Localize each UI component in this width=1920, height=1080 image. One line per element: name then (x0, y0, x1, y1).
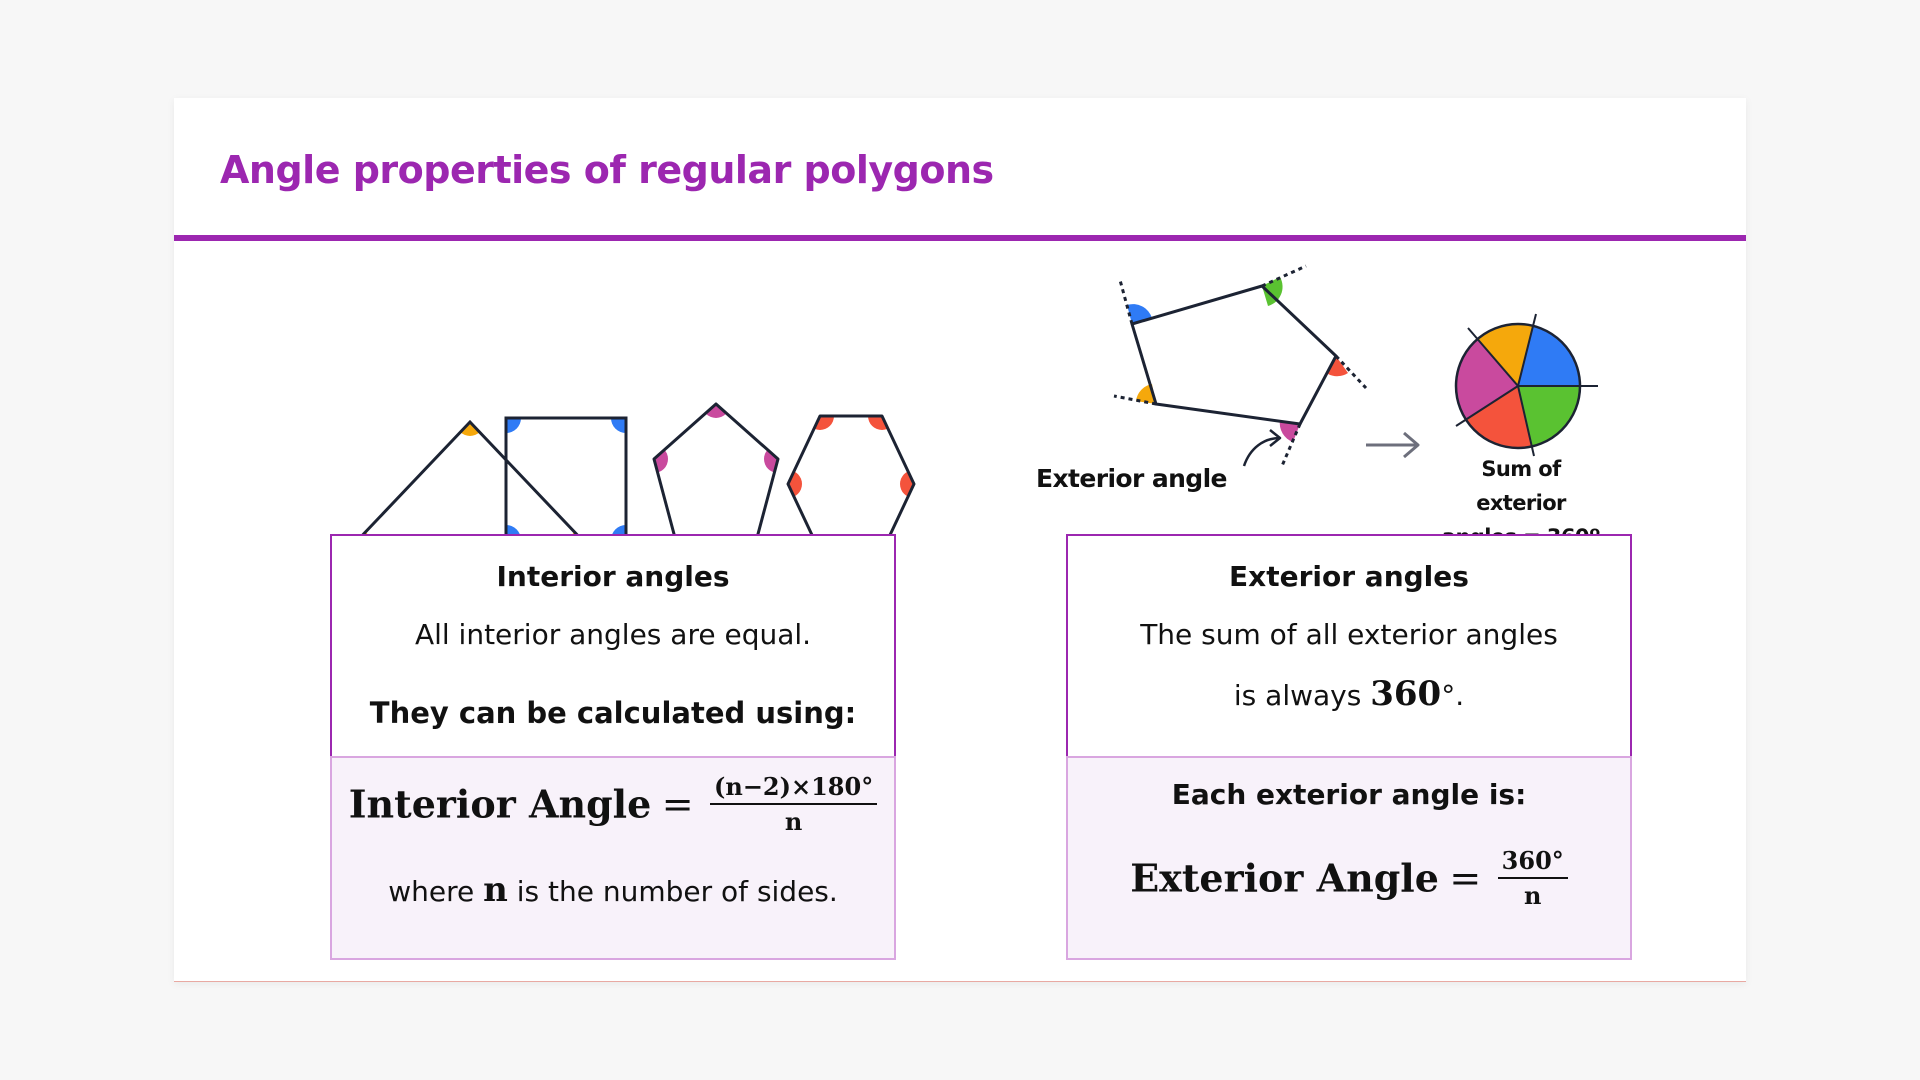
exterior-formula-panel: Each exterior angle is: Exterior Angle =… (1066, 756, 1632, 960)
arrow-right-icon (1366, 431, 1420, 459)
exterior-formula: Exterior Angle = 360° n (1068, 846, 1630, 910)
interior-formula-numerator: (n−2)×180° (710, 772, 878, 805)
line2-prefix: is always (1233, 679, 1362, 712)
interior-formula-denominator: n (784, 807, 803, 836)
interior-formula-label: Interior Angle (348, 781, 652, 827)
line2-value: 360 (1370, 674, 1442, 714)
exterior-wedge-magenta (1279, 420, 1300, 442)
pie-slice-green (1518, 386, 1580, 446)
where-prefix: where (388, 875, 475, 908)
interior-formula-panel: Interior Angle = (n−2)×180° n where n is… (330, 756, 896, 960)
exterior-sub-heading: Each exterior angle is: (1171, 778, 1527, 811)
interior-formula: Interior Angle = (n−2)×180° n (332, 772, 894, 836)
exterior-formula-equals: = (1449, 856, 1482, 900)
pentagon-figure (652, 402, 780, 551)
pie-slice-magenta (1456, 339, 1518, 420)
interior-angles-card: Interior angles All interior angles are … (330, 534, 896, 758)
exterior-formula-numerator: 360° (1497, 846, 1568, 879)
where-suffix: is the number of sides. (516, 875, 838, 908)
exterior-card-line1: The sum of all exterior angles (1140, 618, 1558, 651)
interior-where-line: where n is the number of sides. (332, 870, 894, 910)
slide: Angle properties of regular polygons (174, 98, 1746, 982)
line2-suffix: . (1455, 679, 1465, 712)
exterior-formula-fraction: 360° n (1497, 846, 1568, 910)
exterior-formula-denominator: n (1524, 881, 1542, 910)
interior-card-line2: They can be calculated using: (369, 696, 857, 730)
exterior-angle-label: Exterior angle (1036, 464, 1228, 493)
exterior-card-heading: Exterior angles (1229, 560, 1469, 593)
interior-formula-fraction: (n−2)×180° n (710, 772, 878, 836)
where-variable: n (483, 870, 508, 910)
exterior-card-line2: is always 360°. (1068, 674, 1630, 714)
pie-slice-red (1466, 386, 1532, 448)
interior-card-heading: Interior angles (496, 560, 730, 593)
page-title: Angle properties of regular polygons (220, 148, 994, 192)
slide-bottom-border (174, 981, 1746, 982)
title-underline (174, 235, 1746, 241)
exterior-wedge-red (1328, 356, 1348, 377)
line2-unit: ° (1441, 679, 1456, 712)
exterior-formula-label: Exterior Angle (1130, 855, 1439, 901)
exterior-angles-card: Exterior angles The sum of all exterior … (1066, 534, 1632, 758)
interior-formula-equals: = (661, 782, 694, 826)
exterior-angle-figure (1113, 264, 1368, 467)
pie-slice-blue (1518, 326, 1580, 386)
interior-card-line1: All interior angles are equal. (414, 618, 812, 651)
exterior-sum-pie (1454, 313, 1598, 457)
sum-label-line1: Sum of exterior (1476, 457, 1566, 515)
hexagon-figure (786, 414, 916, 554)
pie-slice-orange (1478, 324, 1533, 386)
